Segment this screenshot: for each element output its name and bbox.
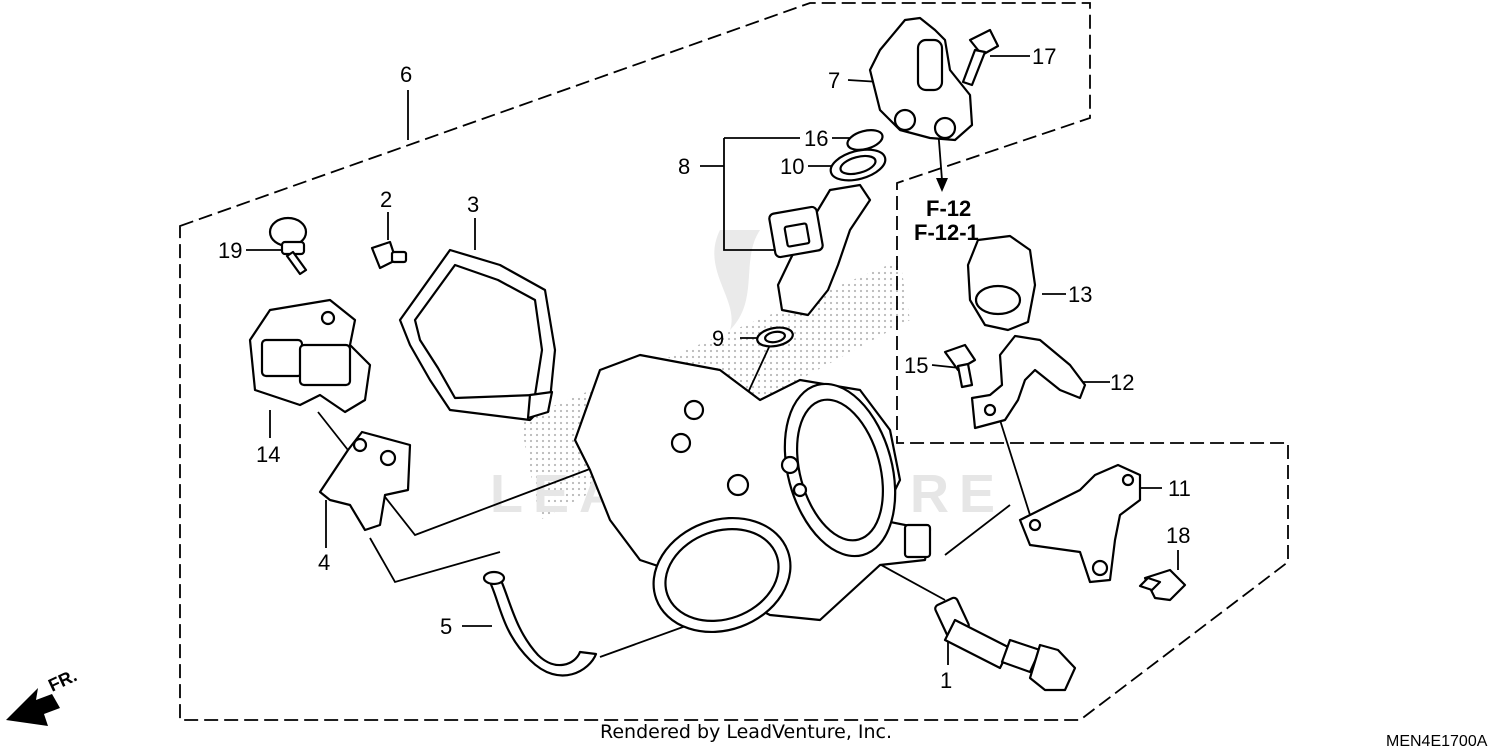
callout-12: 12	[1110, 370, 1134, 395]
callout-4: 4	[318, 550, 330, 575]
callout-14: 14	[256, 442, 280, 467]
callout-3: 3	[467, 192, 479, 217]
sensor-unit	[248, 298, 372, 414]
reference-labels: F-12 F-12-1	[914, 196, 979, 245]
rendered-by-credit: Rendered by LeadVenture, Inc.	[600, 721, 892, 743]
callout-2: 2	[380, 187, 392, 212]
seal-9	[756, 326, 794, 348]
assembly-outline	[179, 2, 1289, 721]
callout-labels: 1 2 3 4 5 6 7 8 9 10 11 12 13 14 15 16 1…	[218, 44, 1191, 693]
reference-f12-1: F-12-1	[914, 220, 979, 245]
callout-1: 1	[940, 668, 952, 693]
hose-5	[482, 570, 598, 677]
callout-13: 13	[1068, 282, 1092, 307]
callout-11: 11	[1168, 476, 1191, 501]
grommet-13	[966, 234, 1037, 332]
callout-16: 16	[804, 126, 828, 151]
callout-15: 15	[904, 353, 928, 378]
map-sensor-7	[868, 16, 974, 142]
bolt-15	[943, 343, 977, 389]
callout-8: 8	[678, 154, 690, 179]
front-marker-label: FR.	[45, 665, 80, 695]
callout-17: 17	[1032, 44, 1056, 69]
sensor-cover	[398, 248, 557, 422]
reference-f12: F-12	[926, 196, 971, 221]
bolt-17	[961, 28, 1000, 87]
small-screw	[370, 240, 408, 270]
callout-19: 19	[218, 238, 242, 263]
fuel-injector-8	[768, 183, 872, 317]
front-arrow: FR.	[6, 665, 80, 726]
throttle-body	[573, 353, 932, 634]
o-rings	[829, 129, 887, 182]
callout-18: 18	[1166, 523, 1190, 548]
callout-10: 10	[780, 154, 804, 179]
diagram-code: MEN4E1700A	[1386, 733, 1488, 748]
throttle-stop-screw	[934, 596, 1077, 692]
bolt-18	[1138, 568, 1187, 602]
callout-5: 5	[440, 614, 452, 639]
callout-9: 9	[712, 326, 724, 351]
bracket-4	[318, 430, 412, 532]
callout-7: 7	[828, 68, 840, 93]
bracket-11	[1018, 463, 1142, 584]
clamp-12	[970, 334, 1087, 430]
callout-6: 6	[400, 62, 412, 87]
bolt-19	[268, 216, 308, 276]
